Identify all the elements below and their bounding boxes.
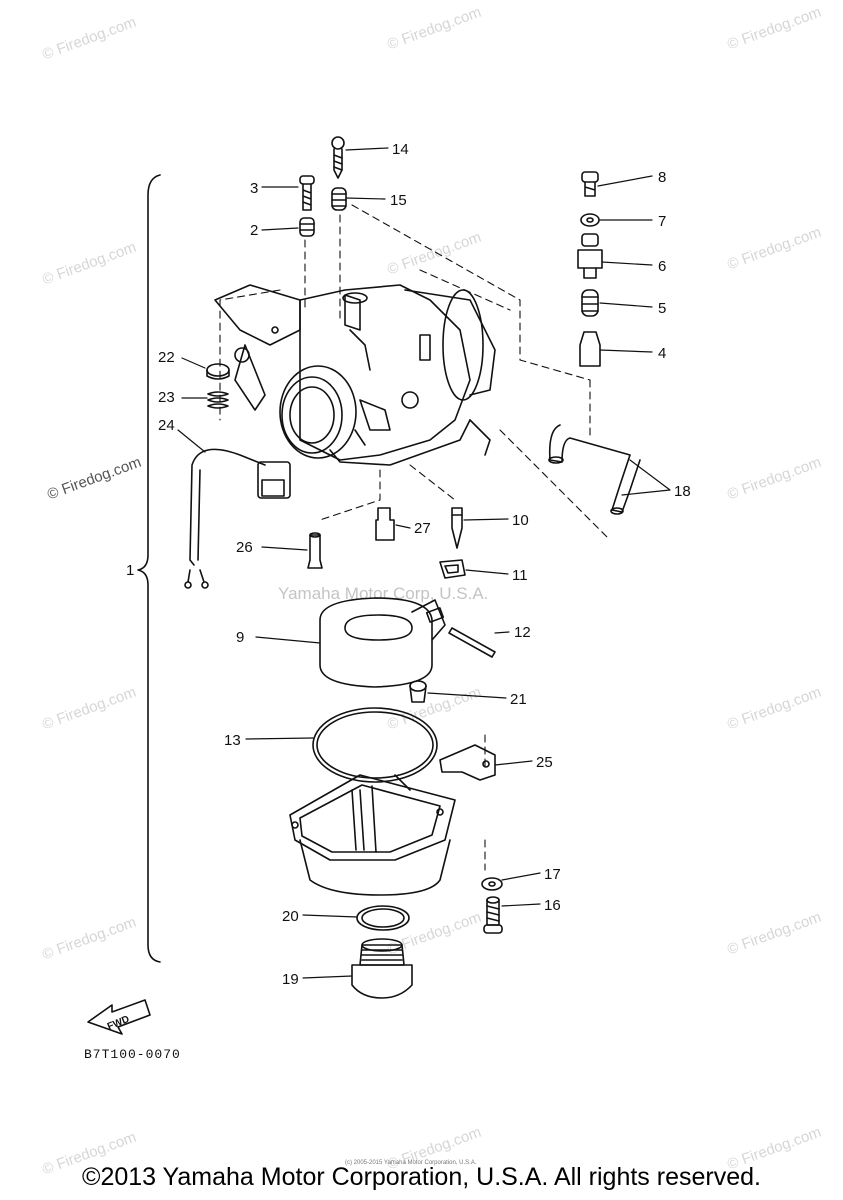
cap-22	[206, 363, 230, 380]
drain-plug-19	[351, 938, 413, 999]
washer-7	[580, 213, 600, 227]
callout-11: 11	[512, 567, 528, 584]
bolt-16	[483, 896, 503, 934]
float-pin-12	[448, 627, 496, 658]
callout-22: 22	[158, 349, 175, 366]
callout-3: 3	[250, 180, 258, 197]
clip-11	[439, 559, 466, 579]
callout-1: 1	[126, 562, 134, 579]
callout-16: 16	[544, 897, 561, 914]
part-code: B7T100-0070	[84, 1047, 181, 1062]
gasket-13	[312, 707, 438, 783]
callout-8: 8	[658, 169, 666, 186]
washer-17	[481, 877, 503, 891]
callout-20: 20	[282, 908, 299, 925]
callout-2: 2	[250, 222, 258, 239]
callout-6: 6	[658, 258, 666, 275]
main-jet-26	[307, 532, 323, 569]
callout-9: 9	[236, 629, 244, 646]
copyright-notice: ©2013 Yamaha Motor Corporation, U.S.A. A…	[82, 1163, 761, 1191]
spring-2	[299, 217, 315, 237]
callout-18: 18	[674, 483, 691, 500]
callout-12: 12	[514, 624, 531, 641]
spring-5	[581, 289, 599, 317]
pilot-jet-27	[375, 507, 395, 541]
callout-19: 19	[282, 971, 299, 988]
spring-23	[207, 391, 229, 409]
callout-24: 24	[158, 417, 175, 434]
fwd-label: FWD	[106, 1014, 131, 1033]
plunger-4	[579, 331, 601, 367]
screw-3	[299, 175, 315, 211]
needle-valve-10	[451, 507, 463, 549]
callout-25: 25	[536, 754, 553, 771]
fitting-6	[577, 233, 603, 279]
callout-21: 21	[510, 691, 527, 708]
fwd-arrow-icon	[87, 999, 151, 1035]
callout-17: 17	[544, 866, 561, 883]
pilot-screw-14	[331, 136, 345, 179]
credit-line: (c) 2005-2015 Yamaha Motor Corporation, …	[345, 1160, 477, 1166]
o-ring-20	[356, 905, 410, 931]
callout-10: 10	[512, 512, 529, 529]
callout-26: 26	[236, 539, 253, 556]
callout-13: 13	[224, 732, 241, 749]
assembly-bracket	[137, 174, 161, 963]
carburetor-body	[214, 284, 496, 466]
spring-15	[331, 187, 347, 211]
callout-7: 7	[658, 213, 666, 230]
callout-15: 15	[390, 192, 407, 209]
sensor-lead-24	[184, 448, 291, 589]
screw-21	[409, 680, 427, 703]
hose-18	[548, 424, 641, 515]
center-watermark: Yamaha Motor Corp, U.S.A.	[278, 584, 489, 603]
callout-27: 27	[414, 520, 431, 537]
callout-4: 4	[658, 345, 666, 362]
callout-14: 14	[392, 141, 409, 158]
bracket-25	[439, 744, 496, 781]
float-9	[319, 597, 446, 688]
callout-5: 5	[658, 300, 666, 317]
callout-23: 23	[158, 389, 175, 406]
float-bowl	[289, 774, 456, 896]
screw-8	[581, 171, 599, 197]
